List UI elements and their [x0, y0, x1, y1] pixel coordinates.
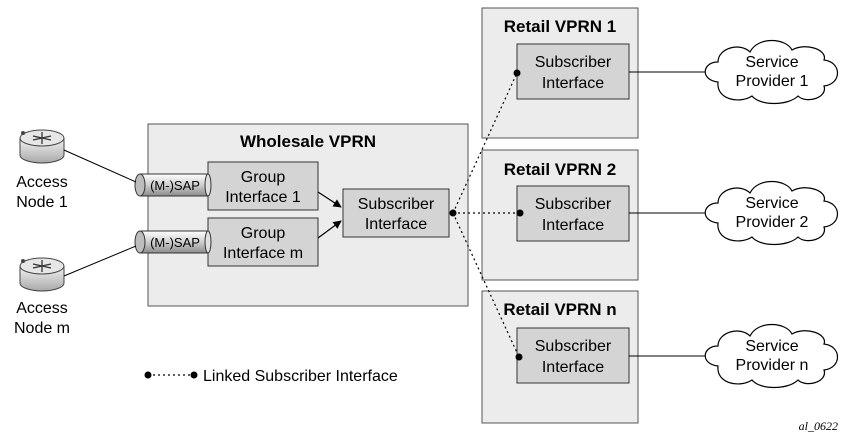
link-access1-sap1: [63, 149, 137, 183]
provider-1-label: Service: [745, 54, 798, 71]
retail-n-subscriber-label: Subscriber: [535, 338, 612, 355]
link-accessm-sapm: [63, 245, 137, 277]
router-icon: [19, 129, 65, 164]
linked-connections: [449, 69, 524, 361]
provider-n-label: Service: [745, 338, 798, 355]
cloud-icon: [704, 323, 839, 389]
sap-m-tube: [134, 230, 212, 254]
access-node-m-sublabel: Node m: [14, 320, 70, 337]
retail-1-interface-label: Interface: [542, 75, 604, 92]
group-interface-m-label: Group: [241, 225, 286, 242]
figure-id: al_0622: [799, 419, 838, 433]
provider-2-sublabel: Provider 2: [736, 214, 809, 231]
access-node-1-sublabel: Node 1: [16, 194, 68, 211]
group-interface-m-sublabel: Interface m: [223, 245, 303, 262]
wholesale-vprn-title: Wholesale VPRN: [240, 132, 376, 151]
wholesale-interface-label: Interface: [365, 216, 427, 233]
retail-2-subscriber-label: Subscriber: [535, 196, 612, 213]
retail-2-interface-label: Interface: [542, 217, 604, 234]
provider-n-sublabel: Provider n: [736, 357, 809, 374]
access-node-m-label: Access: [16, 300, 68, 317]
sap-1-tube: [134, 173, 212, 197]
arrow-groupm-to-subscriber: [317, 220, 342, 239]
router-icon: [19, 257, 65, 292]
group-interface-1-sublabel: Interface 1: [225, 189, 301, 206]
retail-vprn-2-title: Retail VPRN 2: [504, 160, 616, 179]
provider-2-label: Service: [745, 195, 798, 212]
legend-label: Linked Subscriber Interface: [203, 368, 398, 385]
retail-2-subscriber-interface: [516, 185, 630, 242]
wholesale-subscriber-interface-box: [342, 188, 450, 238]
wholesale-subscriber-label: Subscriber: [358, 196, 435, 213]
arrow-group1-to-subscriber: [317, 191, 342, 208]
sap-m-label: (M-)SAP: [150, 235, 200, 250]
access-node-1-label: Access: [16, 174, 68, 191]
retail-1-subscriber-interface: [516, 43, 630, 100]
provider-1-sublabel: Provider 1: [736, 73, 809, 90]
cloud-icon: [704, 180, 839, 246]
retail-n-subscriber-interface: [516, 327, 630, 384]
cloud-icon: [704, 39, 839, 105]
retail-n-interface-label: Interface: [542, 359, 604, 376]
retail-vprn-1-title: Retail VPRN 1: [504, 17, 616, 36]
retail-1-subscriber-label: Subscriber: [535, 54, 612, 71]
group-interface-1-label: Group: [241, 169, 286, 186]
retail-vprn-n-title: Retail VPRN n: [503, 300, 616, 319]
legend-linked-line: [144, 371, 198, 379]
sap-1-label: (M-)SAP: [150, 178, 200, 193]
